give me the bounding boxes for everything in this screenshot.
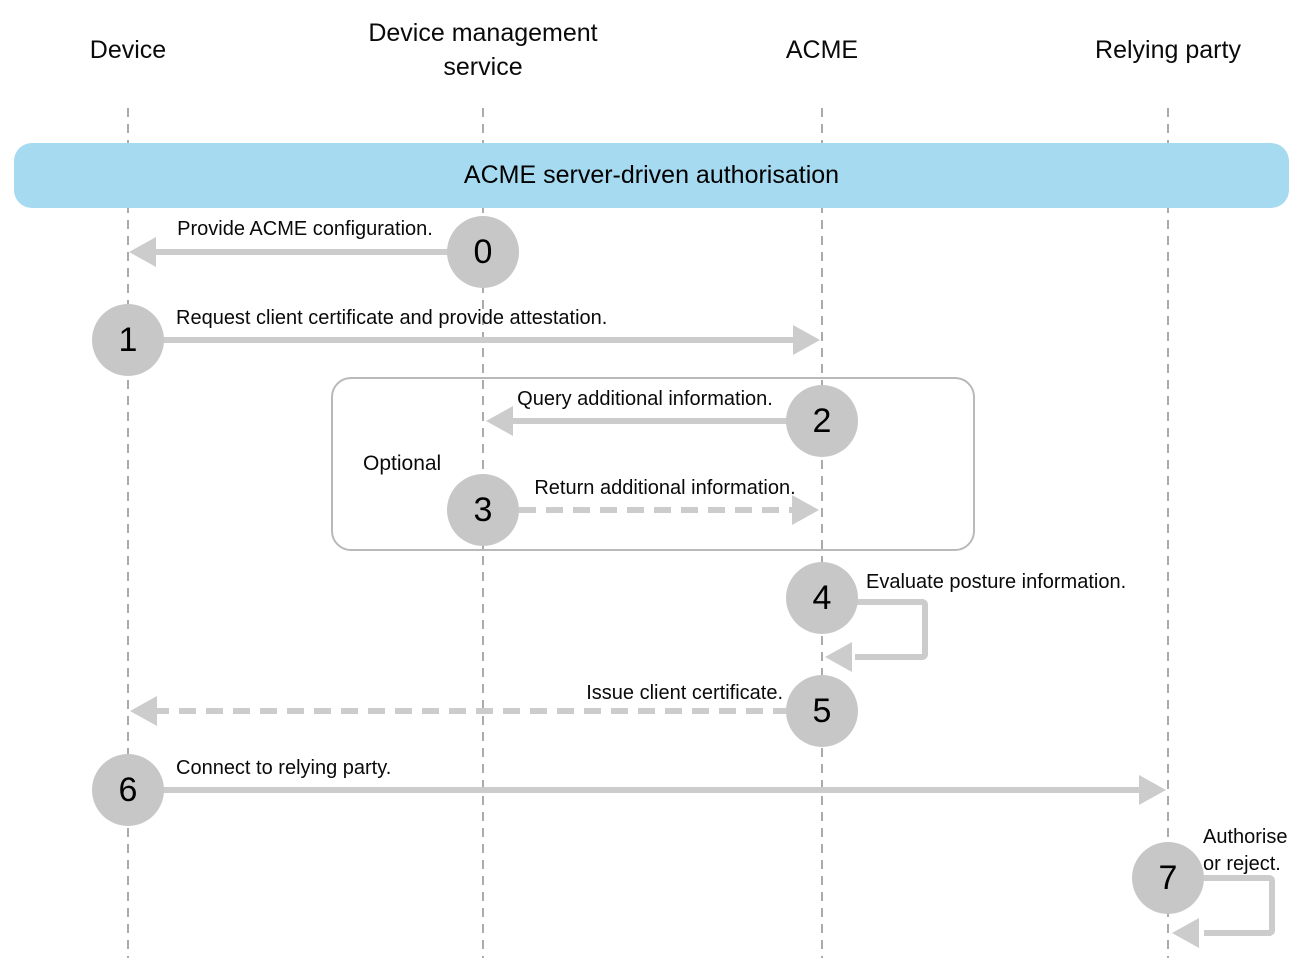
optional-group-box (331, 377, 975, 551)
step-4-message: Evaluate posture information. (866, 571, 1127, 593)
actor-device: Device (89, 36, 167, 64)
step-6-message: Connect to relying party. (176, 757, 392, 779)
step-6-arrow-line (160, 787, 1141, 793)
step-1-arrowhead-right-icon (793, 325, 820, 355)
step-7-badge: 7 (1132, 842, 1204, 914)
step-6-arrowhead-right-icon (1139, 775, 1166, 805)
optional-group-label: Optional (363, 452, 442, 475)
step-0-arrowhead-left-icon (129, 237, 156, 267)
step-5-arrowhead-left-icon (130, 696, 157, 726)
step-3-arrowhead-right-icon (792, 495, 819, 525)
step-7-self-loop (1204, 875, 1275, 936)
step-6-badge: 6 (92, 754, 164, 826)
lifeline-relying-party (1167, 108, 1169, 958)
step-5-badge: 5 (786, 675, 858, 747)
actor-relying-party: Relying party (1095, 36, 1241, 64)
step-3-arrow-line (519, 507, 793, 513)
step-3-badge: 3 (447, 474, 519, 546)
step-0-arrow-line (150, 249, 483, 255)
actor-device-management-service: Device management service (368, 19, 598, 81)
step-3-message: Return additional information. (534, 477, 796, 499)
step-2-arrowhead-left-icon (486, 406, 513, 436)
step-0-badge: 0 (447, 216, 519, 288)
step-2-arrow-line (508, 418, 822, 424)
step-7-arrowhead-left-icon (1172, 918, 1199, 948)
lifeline-acme (821, 108, 823, 958)
step-1-badge: 1 (92, 304, 164, 376)
step-1-arrow-line (160, 337, 796, 343)
phase-banner: ACME server-driven authorisation (14, 143, 1289, 208)
lifeline-device (127, 108, 129, 958)
step-4-badge: 4 (786, 562, 858, 634)
step-1-message: Request client certificate and provide a… (176, 307, 608, 329)
step-5-message: Issue client certificate. (586, 682, 783, 704)
step-2-message: Query additional information. (517, 388, 773, 410)
step-7-message: Authorise or reject. (1203, 826, 1288, 875)
step-5-arrow-line (152, 708, 786, 714)
step-0-message: Provide ACME configuration. (177, 218, 433, 240)
step-4-arrowhead-left-icon (825, 642, 852, 672)
step-2-badge: 2 (786, 385, 858, 457)
step-4-self-loop (855, 599, 928, 660)
actor-acme: ACME (785, 36, 859, 64)
